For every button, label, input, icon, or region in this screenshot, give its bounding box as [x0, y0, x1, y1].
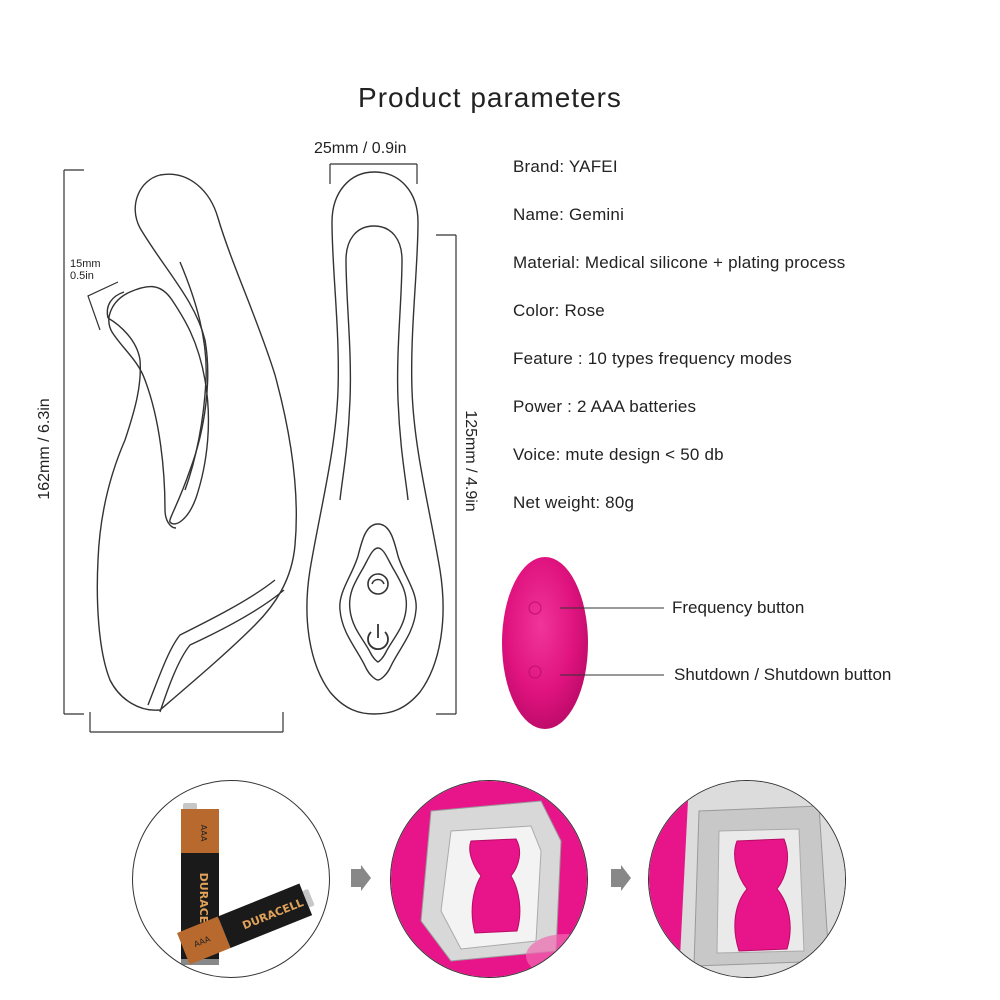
battery-size-text: AAA: [199, 825, 208, 842]
base-dimension-bracket: [89, 712, 284, 733]
spec-weight: Net weight: 80g: [513, 493, 635, 512]
product-outline-drawing: [63, 163, 664, 733]
height-dimension-bracket: [63, 169, 84, 715]
spec-voice: Voice: mute design < 50 db: [513, 445, 724, 464]
spec-material: Material: Medical silicone + plating pro…: [513, 253, 846, 272]
tip-dimension-bracket: [87, 281, 119, 331]
control-pad-outline: [339, 523, 417, 681]
arrow-right-icon: [611, 865, 631, 891]
shutdown-button-label: Shutdown / Shutdown button: [674, 665, 892, 684]
power-icon: [367, 624, 389, 651]
arrow-right-icon: [351, 865, 371, 891]
spec-power: Power : 2 AAA batteries: [513, 397, 697, 416]
spec-color: Color: Rose: [513, 301, 605, 320]
rose-product-closeup: [502, 557, 588, 729]
front-view-inner: [339, 225, 375, 501]
front-view-outline: [306, 171, 444, 715]
body-height-bracket: [436, 234, 457, 715]
body-height-label: 125mm / 4.9in: [462, 410, 479, 512]
width-dimension-bracket: [329, 163, 418, 184]
tip-label: 15mm 0.5in: [70, 258, 101, 282]
total-height-label: 162mm / 6.3in: [36, 398, 53, 500]
side-view-inner-band: [147, 579, 276, 706]
frequency-button-label: Frequency button: [672, 598, 805, 617]
spec-list: Brand: YAFEI Name: Gemini Material: Medi…: [513, 154, 845, 538]
spec-name: Name: Gemini: [513, 205, 625, 224]
compartment-closeup-photo: [648, 780, 846, 978]
side-view-outline: [108, 174, 210, 529]
batteries-photo: AAA DURACELL DURACELL AAA: [132, 780, 330, 978]
battery-compartment-photo: [390, 780, 588, 978]
width-label: 25mm / 0.9in: [314, 140, 407, 157]
wave-icon: [367, 573, 389, 595]
spec-feature: Feature : 10 types frequency modes: [513, 349, 792, 368]
page-title: Product parameters: [358, 82, 622, 113]
spec-brand: Brand: YAFEI: [513, 157, 618, 176]
